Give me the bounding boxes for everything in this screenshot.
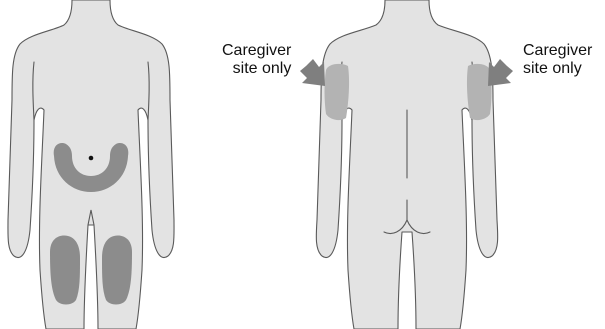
caregiver-label-right-line1: Caregiver [523,42,592,60]
caregiver-label-left-line2: site only [222,60,291,78]
caregiver-label-left-line1: Caregiver [222,42,291,60]
caregiver-label-right-line2: site only [523,60,592,78]
right-arrow-icon [488,59,513,86]
right-thigh-injection-site [102,236,132,305]
left-arrow-icon [300,59,325,86]
front-body-outline [8,0,174,329]
left-upper-arm-caregiver-site [325,64,350,120]
back-body-figure [300,0,513,329]
caregiver-site-label-left: Caregiver site only [222,42,291,78]
caregiver-site-label-right: Caregiver site only [523,42,592,78]
left-thigh-injection-site [50,236,80,305]
right-upper-arm-caregiver-site [467,64,492,120]
front-body-figure [8,0,174,329]
navel-dot [89,156,94,161]
